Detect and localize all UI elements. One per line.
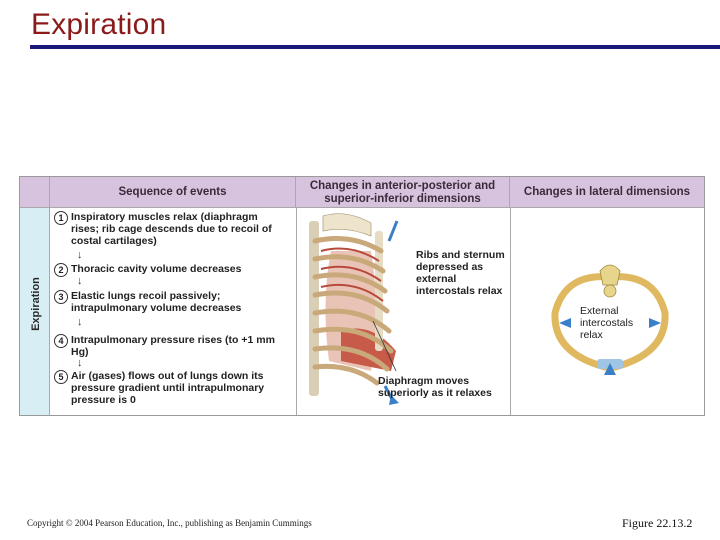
annotation-external: External intercostals relax: [580, 305, 650, 341]
figure-label: Figure 22.13.2: [622, 516, 692, 531]
header-lateral-label: Changes in lateral dimensions: [510, 186, 704, 199]
side-column: Expiration: [20, 208, 50, 415]
copyright-text: Copyright © 2004 Pearson Education, Inc.…: [27, 518, 312, 528]
header-corner: [20, 177, 50, 208]
column-divider-2: [510, 208, 511, 415]
step-number: 2: [54, 263, 68, 277]
annotation-diaphragm: Diaphragm moves superiorly as it relaxes: [378, 375, 508, 399]
down-arrow-icon: ↓: [77, 357, 83, 369]
step-number: 3: [54, 290, 68, 304]
step-text: Thoracic cavity volume decreases: [71, 263, 286, 275]
title-rule: [30, 45, 720, 49]
header-lateral: Changes in lateral dimensions: [510, 177, 704, 208]
header-sequence: Sequence of events: [50, 177, 296, 208]
column-divider-1: [296, 208, 297, 415]
down-arrow-icon: ↓: [77, 249, 83, 261]
down-arrow-icon: ↓: [77, 316, 83, 328]
expiration-figure: Sequence of events Changes in anterior-p…: [19, 176, 705, 416]
header-sequence-label: Sequence of events: [50, 186, 295, 199]
step-text: Air (gases) flows out of lungs down its …: [71, 370, 286, 406]
header-ap-label: Changes in anterior-posterior and superi…: [296, 180, 509, 206]
step-number: 4: [54, 334, 68, 348]
step-text: Intrapulmonary pressure rises (to +1 mm …: [71, 334, 286, 358]
step-number: 5: [54, 370, 68, 384]
annotation-ribs: Ribs and sternum depressed as external i…: [416, 249, 508, 297]
step-text: Elastic lungs recoil passively; intrapul…: [71, 290, 286, 314]
side-label: Expiration: [30, 244, 42, 364]
down-arrow-icon: ↓: [77, 275, 83, 287]
header-ap: Changes in anterior-posterior and superi…: [296, 177, 510, 208]
slide-title: Expiration: [31, 8, 166, 42]
step-text: Inspiratory muscles relax (diaphragm ris…: [71, 211, 286, 247]
step-number: 1: [54, 211, 68, 225]
